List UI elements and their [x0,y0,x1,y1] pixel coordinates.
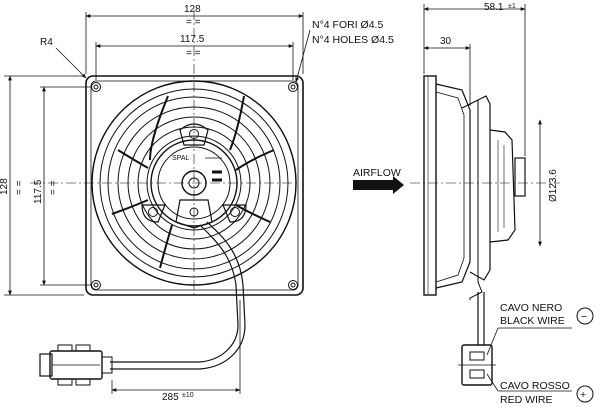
dimension-top [85,10,304,295]
holes-note-en: N°4 HOLES Ø4.5 [312,34,394,46]
equal-mark-top: = = [186,17,201,28]
hub-brand: SPAL [172,155,189,162]
fan-frame [85,75,304,296]
dim-depth-tolerance: ±1 [508,3,516,10]
black-wire-callout: CAVO NERO BLACK WIRE − [486,302,594,356]
airflow-label: AIRFLOW [353,167,401,179]
dim-left-outer: 128 [0,178,10,195]
minus-symbol: − [581,311,587,323]
black-wire-en: BLACK WIRE [500,315,565,327]
cable-length-value: 285 [162,392,179,403]
holes-note-it: N°4 FORI Ø4.5 [312,19,383,31]
dim-top-outer: 128 [184,4,201,15]
dim-left-inner: 117.5 [33,179,44,204]
black-wire-it: CAVO NERO [500,302,562,314]
dim-diameter: Ø123.6 [548,169,559,202]
red-wire-callout: CAVO ROSSO RED WIRE + [486,373,594,406]
equal-mark-inner: = = [186,48,201,59]
equal-mark-left-inner: = = [48,180,59,195]
dimension-left [4,75,300,296]
equal-mark-left: = = [14,180,25,195]
dim-body: 30 [440,36,452,47]
dim-top-inner: 117.5 [180,34,205,45]
side-view [410,75,560,386]
plus-symbol: + [580,389,586,401]
radius-label: R4 [40,37,53,48]
dim-depth-value: 58.1 [484,2,504,13]
red-wire-en: RED WIRE [500,394,553,406]
mounting-holes [91,82,298,290]
cable-length-tolerance: ±10 [182,392,194,399]
red-wire-it: CAVO ROSSO [500,380,570,392]
dimension-cable [111,300,241,394]
front-view: SPAL 128 [0,4,304,403]
cable [39,221,246,386]
airflow-arrow [353,176,404,194]
dimension-side [423,4,542,247]
